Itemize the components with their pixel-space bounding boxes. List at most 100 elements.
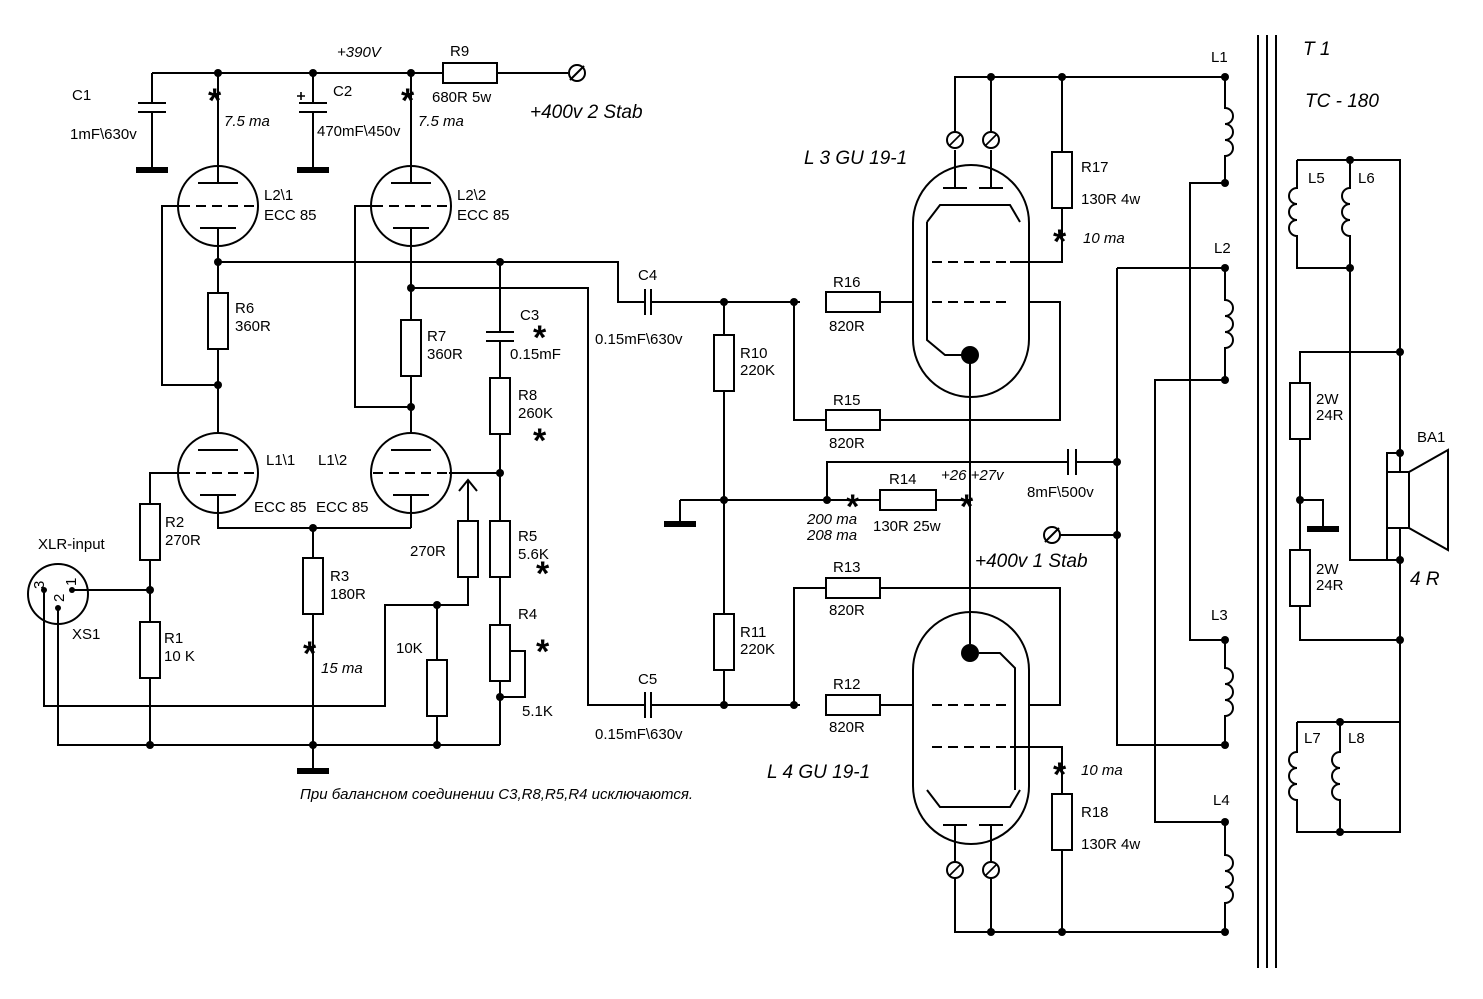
svg-text:R6: R6 bbox=[235, 300, 254, 317]
svg-text:24R: 24R bbox=[1316, 577, 1344, 594]
svg-text:+400v 1 Stab: +400v 1 Stab bbox=[975, 551, 1088, 572]
svg-text:C5: C5 bbox=[638, 671, 657, 688]
svg-text:ECC 85: ECC 85 bbox=[264, 207, 317, 224]
svg-text:R4: R4 bbox=[518, 606, 537, 623]
svg-text:R15: R15 bbox=[833, 392, 861, 409]
resistor-r7: R7 360R bbox=[400, 288, 463, 440]
svg-text:180R: 180R bbox=[330, 586, 366, 603]
svg-text:10 ma: 10 ma bbox=[1081, 762, 1123, 779]
svg-text:L2: L2 bbox=[1214, 240, 1231, 257]
svg-text:C2: C2 bbox=[333, 83, 352, 100]
svg-text:R3: R3 bbox=[330, 568, 349, 585]
svg-text:L1\1: L1\1 bbox=[266, 452, 295, 469]
svg-text:270R: 270R bbox=[410, 543, 446, 560]
svg-text:10 ma: 10 ma bbox=[1083, 230, 1125, 247]
svg-text:820R: 820R bbox=[829, 719, 865, 736]
supply-390-label: +390V bbox=[337, 44, 383, 61]
svg-text:820R: 820R bbox=[829, 602, 865, 619]
svg-text:R17: R17 bbox=[1081, 159, 1109, 176]
tube-l2-1: L2\1 ECC 85 * 7.5 ma bbox=[177, 73, 317, 262]
svg-text:200 ma: 200 ma bbox=[806, 511, 857, 528]
svg-text:10 K: 10 K bbox=[164, 648, 195, 665]
svg-text:130R 4w: 130R 4w bbox=[1081, 191, 1140, 208]
svg-text:208 ma: 208 ma bbox=[806, 527, 857, 544]
resistor-r18: R18 130R 4w * 10 ma bbox=[1010, 746, 1140, 853]
svg-text:L7: L7 bbox=[1304, 730, 1321, 747]
svg-text:R2: R2 bbox=[165, 514, 184, 531]
resistor-r11: R11 220K bbox=[713, 613, 775, 705]
svg-text:4 R: 4 R bbox=[1410, 569, 1440, 590]
resistor-r2: R2 270R bbox=[139, 472, 201, 590]
svg-text:R11: R11 bbox=[740, 624, 766, 641]
resistor-r13: R13 820R bbox=[793, 559, 1061, 706]
capacitor-c1: C1 1mF\630v bbox=[70, 73, 168, 173]
svg-text:L1\2: L1\2 bbox=[318, 452, 347, 469]
resistor-r17: R17 130R 4w * 10 ma bbox=[1010, 151, 1140, 263]
svg-text:7.5 ma: 7.5 ma bbox=[418, 113, 464, 130]
svg-text:R12: R12 bbox=[833, 676, 861, 693]
svg-text:5.6K: 5.6K bbox=[518, 546, 549, 563]
tube-l1-1: L1\1 ECC 85 bbox=[177, 432, 411, 529]
l3-pins bbox=[946, 73, 1225, 152]
svg-text:L4: L4 bbox=[1213, 792, 1230, 809]
svg-text:820R: 820R bbox=[829, 435, 865, 452]
svg-text:*: * bbox=[533, 319, 547, 357]
svg-text:XS1: XS1 bbox=[72, 626, 100, 643]
svg-text:C4: C4 bbox=[638, 267, 657, 284]
svg-text:360R: 360R bbox=[235, 318, 271, 335]
l2-2-grid-wire bbox=[354, 205, 411, 408]
svg-text:2W: 2W bbox=[1316, 391, 1339, 408]
svg-text:R1: R1 bbox=[164, 630, 183, 647]
resistor-r5: R5 5.6K * bbox=[489, 520, 550, 625]
resistor-r3: R3 180R * 15 ma bbox=[302, 528, 366, 745]
tube-l1-2: L1\2 ECC 85 bbox=[316, 432, 452, 528]
resistor-r16: R16 820R bbox=[825, 274, 1000, 335]
svg-text:*: * bbox=[536, 633, 550, 671]
svg-text:*: * bbox=[303, 635, 317, 673]
svg-text:ECC 85: ECC 85 bbox=[316, 499, 369, 516]
load-resistors: 2W 24R 2W 24R bbox=[1289, 351, 1400, 641]
supply-terminal-1: +400v 1 Stab bbox=[975, 526, 1117, 572]
l2-1-cathode-net bbox=[218, 261, 800, 303]
svg-text:24R: 24R bbox=[1316, 407, 1344, 424]
svg-text:L6: L6 bbox=[1358, 170, 1375, 187]
supply-400-2-label: +400v 2 Stab bbox=[530, 102, 643, 123]
svg-text:680R 5w: 680R 5w bbox=[432, 89, 491, 106]
cathode-net: +26 +27v * * 200 ma 208 ma 8mF\500v bbox=[806, 355, 1117, 644]
svg-text:R18: R18 bbox=[1081, 804, 1109, 821]
svg-text:1: 1 bbox=[63, 578, 80, 586]
svg-text:270R: 270R bbox=[165, 532, 201, 549]
svg-text:L3: L3 bbox=[1211, 607, 1228, 624]
svg-text:3: 3 bbox=[31, 581, 48, 589]
resistor-270r: 270R bbox=[410, 478, 479, 578]
svg-text:220K: 220K bbox=[740, 641, 775, 658]
xlr-input[interactable]: 3 2 1 XLR-input XS1 bbox=[27, 536, 106, 643]
svg-text:5.1K: 5.1K bbox=[522, 703, 553, 720]
tube-l4: L 4 GU 19-1 bbox=[767, 611, 1030, 862]
svg-text:470mF\450v: 470mF\450v bbox=[317, 123, 401, 140]
capacitor-c5: C5 0.15mF\630v bbox=[595, 671, 683, 743]
svg-text:15 ma: 15 ma bbox=[321, 660, 363, 677]
svg-text:ECC 85: ECC 85 bbox=[254, 499, 307, 516]
tube-l2-2: L2\2 ECC 85 * 7.5 ma bbox=[370, 73, 510, 288]
svg-text:0.15mF\630v: 0.15mF\630v bbox=[595, 331, 683, 348]
svg-text:C3: C3 bbox=[520, 307, 539, 324]
svg-text:8mF\500v: 8mF\500v bbox=[1027, 484, 1094, 501]
resistor-r6: R6 360R bbox=[207, 262, 271, 440]
l4-pins bbox=[946, 850, 1225, 936]
svg-text:L 4 GU 19-1: L 4 GU 19-1 bbox=[767, 762, 870, 783]
speaker-ba1: BA1 4 R bbox=[1386, 429, 1449, 590]
svg-text:R9: R9 bbox=[450, 43, 469, 60]
svg-text:*: * bbox=[533, 422, 547, 460]
svg-text:0.15mF: 0.15mF bbox=[510, 346, 561, 363]
svg-text:L5: L5 bbox=[1308, 170, 1325, 187]
resistor-r8: R8 260K * bbox=[489, 377, 553, 521]
svg-text:*: * bbox=[208, 82, 222, 120]
svg-text:R10: R10 bbox=[740, 345, 768, 362]
svg-text:R13: R13 bbox=[833, 559, 861, 576]
transformer-core bbox=[1257, 35, 1277, 968]
resistor-10k: 10K bbox=[396, 605, 448, 745]
svg-text:7.5 ma: 7.5 ma bbox=[224, 113, 270, 130]
svg-text:R5: R5 bbox=[518, 528, 537, 545]
svg-text:R14: R14 bbox=[889, 471, 917, 488]
